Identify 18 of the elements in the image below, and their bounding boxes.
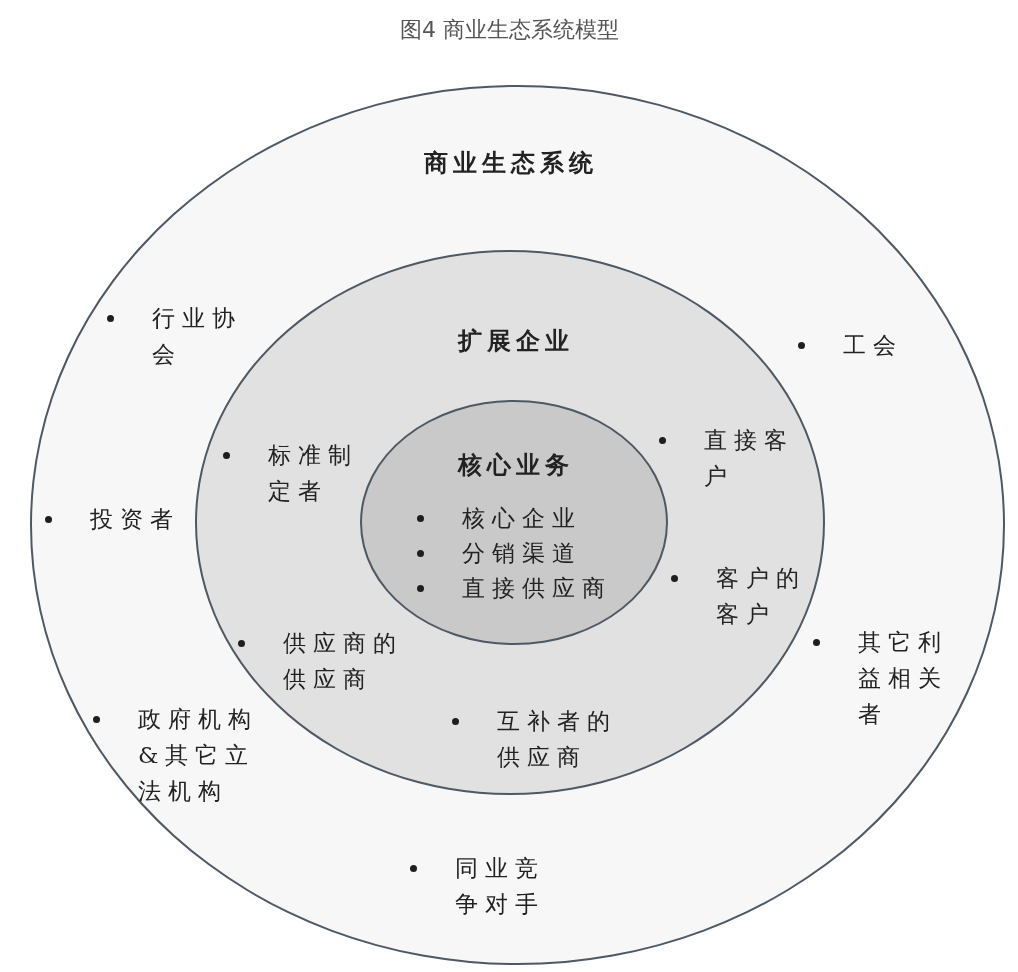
bullet-text: 同业竞争对手 (455, 854, 546, 919)
bullet-text: 政府机构&其它立法机构 (138, 705, 259, 806)
bullet-text: 核心企业 (462, 504, 582, 533)
bullet-text: 供应商的供应商 (283, 629, 404, 694)
circle-heading: 核心业务 (458, 449, 574, 481)
circle-heading: 商业生态系统 (424, 147, 598, 179)
bullet-text: 分销渠道 (462, 539, 582, 568)
bullet-text: 行业协会 (152, 304, 243, 369)
bullet-text: 其它利益相关者 (858, 628, 949, 729)
bullet-text: 客户的客户 (716, 564, 807, 629)
diagram-title: 图4 商业生态系统模型 (400, 16, 619, 44)
bullet-text: 标准制定者 (268, 441, 359, 506)
bullet-text: 投资者 (90, 505, 180, 534)
bullet-text: 直接供应商 (462, 574, 612, 603)
circle-heading: 扩展企业 (458, 325, 574, 357)
bullet-text: 互补者的供应商 (497, 707, 618, 772)
bullet-text: 直接客户 (704, 426, 795, 491)
bullet-text: 工会 (843, 331, 903, 360)
